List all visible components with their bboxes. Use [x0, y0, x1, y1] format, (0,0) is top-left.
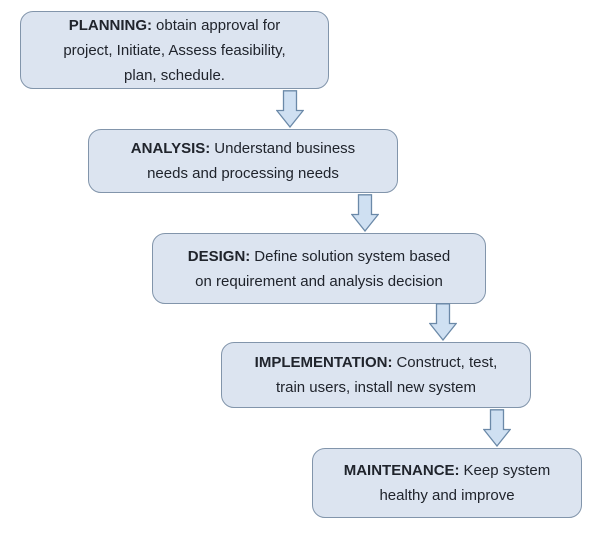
box-text-line: project, Initiate, Assess feasibility,	[63, 41, 286, 59]
box-title: MAINTENANCE:	[343, 462, 460, 479]
box-text-line: healthy and improve	[379, 487, 515, 504]
box-text-line: MAINTENANCE:Keep system	[344, 458, 551, 483]
box-title: DESIGN:	[187, 247, 251, 265]
box-text-line: train users, install new system	[275, 379, 477, 396]
box-text-line: plan, schedule.	[124, 66, 225, 84]
down-arrow-icon	[483, 409, 511, 447]
box-text-line: on requirement and analysis decision	[195, 272, 443, 290]
flow-box-design: DESIGN:Define solution system based on r…	[152, 233, 486, 304]
box-title: IMPLEMENTATION:	[254, 354, 393, 371]
flow-box-analysis: ANALYSIS:Understand business needs and p…	[88, 129, 398, 193]
box-text: Keep system	[463, 462, 551, 479]
box-text-line: IMPLEMENTATION:Construct, test,	[255, 350, 498, 375]
down-arrow-icon	[429, 303, 457, 341]
box-text-line: needs and processing needs	[147, 165, 339, 182]
box-text-line: ANALYSIS:Understand business	[131, 136, 355, 161]
box-text-line: PLANNING:obtain approval for	[69, 13, 281, 38]
flow-box-maintenance: MAINTENANCE:Keep system healthy and impr…	[312, 448, 582, 518]
box-title: PLANNING:	[68, 16, 153, 34]
box-text: Define solution system based	[254, 247, 451, 265]
flow-box-planning: PLANNING:obtain approval for project, In…	[20, 11, 329, 89]
flow-box-implementation: IMPLEMENTATION:Construct, test, train us…	[221, 342, 531, 408]
box-text: obtain approval for	[156, 16, 281, 34]
box-text: Construct, test,	[396, 354, 498, 371]
down-arrow-icon	[351, 194, 379, 232]
box-text: Understand business	[214, 140, 356, 157]
box-text-line: DESIGN:Define solution system based	[188, 244, 450, 269]
box-title: ANALYSIS:	[130, 140, 211, 157]
down-arrow-icon	[276, 90, 304, 128]
